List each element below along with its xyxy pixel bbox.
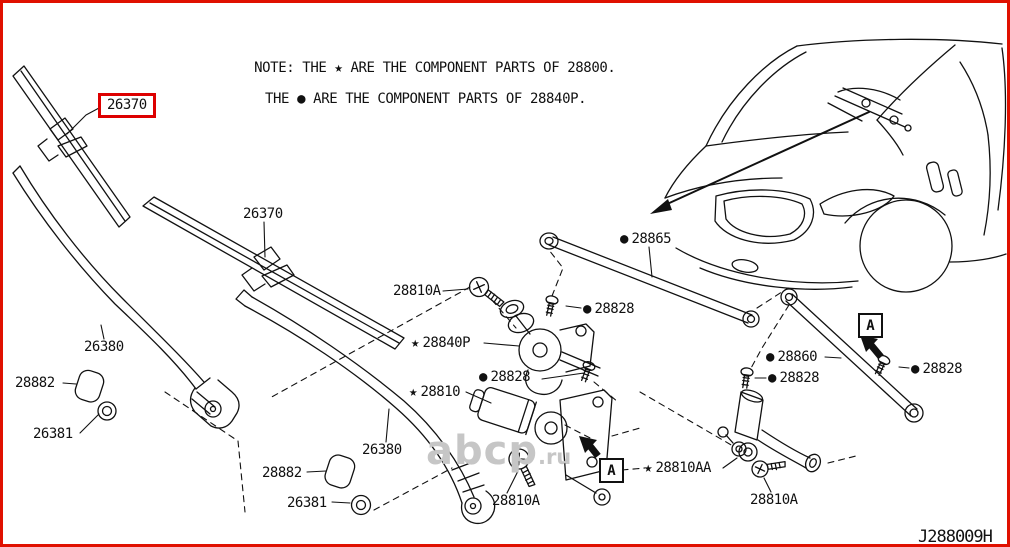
dot-marker-icon: ● xyxy=(768,370,777,386)
reference-box-A-1: A xyxy=(858,313,883,338)
part-number-text: 28860 xyxy=(777,349,818,365)
part-number-text: 26380 xyxy=(362,442,402,458)
dot-marker-icon: ● xyxy=(479,369,488,385)
part-label-28882: 28882 xyxy=(262,466,302,481)
part-number-text: 26370 xyxy=(243,206,283,222)
dot-marker-icon: ● xyxy=(766,349,775,365)
watermark-main: abcp xyxy=(426,428,538,474)
star-marker-icon: ★ xyxy=(409,384,418,400)
part-number-text: 28828 xyxy=(594,301,635,317)
part-label-28828: ●28828 xyxy=(479,369,531,385)
part-label-26370-highlighted: 26370 xyxy=(98,93,156,118)
star-marker-icon: ★ xyxy=(411,335,420,351)
document-code: J288009H xyxy=(918,527,993,547)
part-number-text: 28882 xyxy=(15,375,55,391)
part-label-26370: 26370 xyxy=(243,207,283,222)
part-label-28865: ●28865 xyxy=(620,231,672,247)
diagram-note: NOTE: THE ★ ARE THE COMPONENT PARTS OF 2… xyxy=(222,45,616,138)
part-label-26381: 26381 xyxy=(287,496,327,511)
note-line-2: THE ● ARE THE COMPONENT PARTS OF 28840P. xyxy=(265,90,587,107)
part-number-text: 28810 xyxy=(420,384,461,400)
part-number-text: 26381 xyxy=(287,495,327,511)
part-label-28882: 28882 xyxy=(15,376,55,391)
part-number-text: 28828 xyxy=(779,370,820,386)
dot-marker-icon: ● xyxy=(620,231,629,247)
watermark: abcp.ru xyxy=(426,428,571,474)
dot-marker-icon: ● xyxy=(911,361,920,377)
part-label-28810A: 28810A xyxy=(750,493,798,508)
part-number-text: 28828 xyxy=(922,361,963,377)
part-label-28840P: ★28840P xyxy=(411,335,471,351)
part-number-text: 28840P xyxy=(422,335,471,351)
part-label-28810A: 28810A xyxy=(393,284,441,299)
part-label-26381: 26381 xyxy=(33,427,73,442)
part-number-text: 28882 xyxy=(262,465,302,481)
part-number-text: 28810AA xyxy=(655,460,711,476)
part-number-text: 26370 xyxy=(107,97,147,113)
part-number-text: 26380 xyxy=(84,339,124,355)
reference-box-A-2: A xyxy=(599,458,624,483)
part-label-26380: 26380 xyxy=(362,443,402,458)
watermark-suffix: .ru xyxy=(537,445,572,469)
part-label-28828: ●28828 xyxy=(911,361,963,377)
part-label-28828: ●28828 xyxy=(583,301,635,317)
note-line-1: NOTE: THE ★ ARE THE COMPONENT PARTS OF 2… xyxy=(254,59,616,76)
dot-marker-icon: ● xyxy=(583,301,592,317)
part-number-text: 26381 xyxy=(33,426,73,442)
part-label-28810A: 28810A xyxy=(492,494,540,509)
part-number-text: 28810A xyxy=(492,493,540,509)
part-label-28810AA: ★28810AA xyxy=(644,461,711,476)
part-number-text: 28810A xyxy=(393,283,441,299)
star-marker-icon: ★ xyxy=(644,460,653,476)
part-number-text: 28865 xyxy=(631,231,672,247)
part-label-28810: ★28810 xyxy=(409,384,461,400)
part-label-26380: 26380 xyxy=(84,340,124,355)
part-label-28828: ●28828 xyxy=(768,370,820,386)
part-number-text: 28828 xyxy=(490,369,531,385)
part-number-text: 28810A xyxy=(750,492,798,508)
part-label-28860: ●28860 xyxy=(766,349,818,365)
